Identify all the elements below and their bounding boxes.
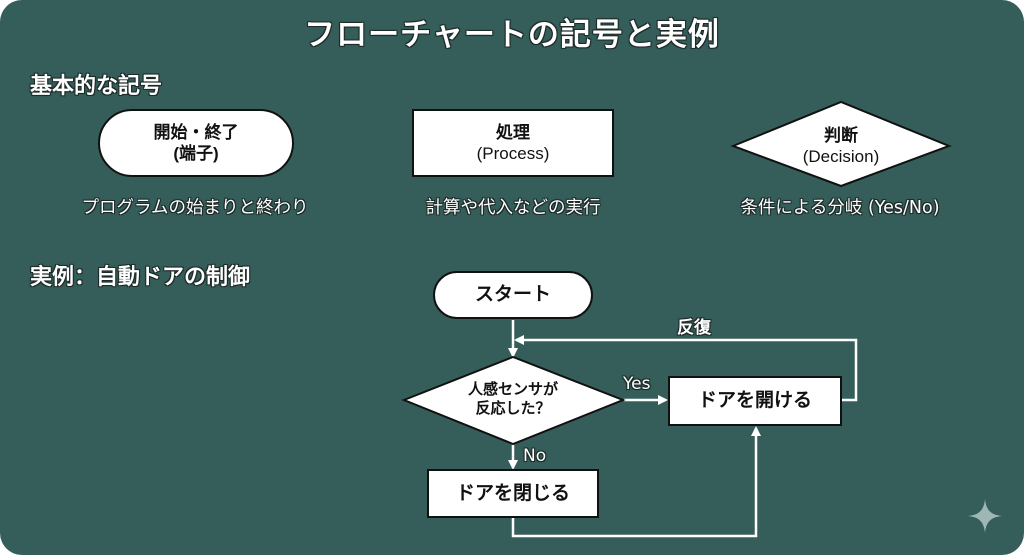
flow-decision-diamond bbox=[401, 355, 626, 446]
decision-symbol-name: 判断 bbox=[824, 125, 858, 145]
no-label: No bbox=[523, 446, 547, 466]
decision-diamond bbox=[730, 100, 952, 188]
section-heading-example: 実例：自動ドアの制御 bbox=[30, 265, 251, 290]
flow-open-door-label: ドアを開ける bbox=[697, 390, 812, 412]
page-title: フローチャートの記号と実例 bbox=[304, 17, 720, 53]
process-symbol: 処理 (Process) bbox=[412, 109, 614, 177]
arrow-loop-back bbox=[514, 335, 858, 402]
loop-label: 反復 bbox=[677, 318, 711, 338]
flow-close-door-label: ドアを閉じる bbox=[455, 482, 570, 504]
process-caption: 計算や代入などの実行 bbox=[425, 198, 601, 218]
flow-close-door: ドアを閉じる bbox=[427, 469, 599, 518]
decision-caption: 条件による分岐 (Yes/No) bbox=[740, 198, 940, 218]
terminal-symbol-name: 開始・終了 bbox=[153, 122, 239, 142]
decision-symbol-sub: (Decision) bbox=[802, 147, 880, 166]
flow-decision-line2: 反応した？ bbox=[475, 400, 551, 417]
flow-decision: 人感センサが 反応した？ bbox=[440, 372, 586, 428]
flow-decision-line1: 人感センサが bbox=[467, 381, 558, 399]
section-heading-basic-symbols: 基本的な記号 bbox=[30, 74, 163, 99]
flow-start: スタート bbox=[433, 271, 593, 319]
terminal-symbol: 開始・終了 (端子) bbox=[98, 109, 294, 177]
process-symbol-name: 処理 bbox=[495, 122, 530, 142]
decision-symbol: 判断 (Decision) bbox=[760, 118, 922, 174]
sparkle-icon bbox=[968, 499, 1002, 533]
arrow-close-to-open bbox=[511, 426, 761, 538]
yes-label: Yes bbox=[623, 374, 651, 394]
terminal-symbol-sub: (端子) bbox=[173, 144, 219, 163]
process-symbol-sub: (Process) bbox=[476, 144, 550, 163]
flow-start-label: スタート bbox=[474, 284, 551, 306]
terminal-caption: プログラムの始まりと終わり bbox=[81, 198, 309, 218]
flow-open-door: ドアを開ける bbox=[668, 376, 842, 426]
